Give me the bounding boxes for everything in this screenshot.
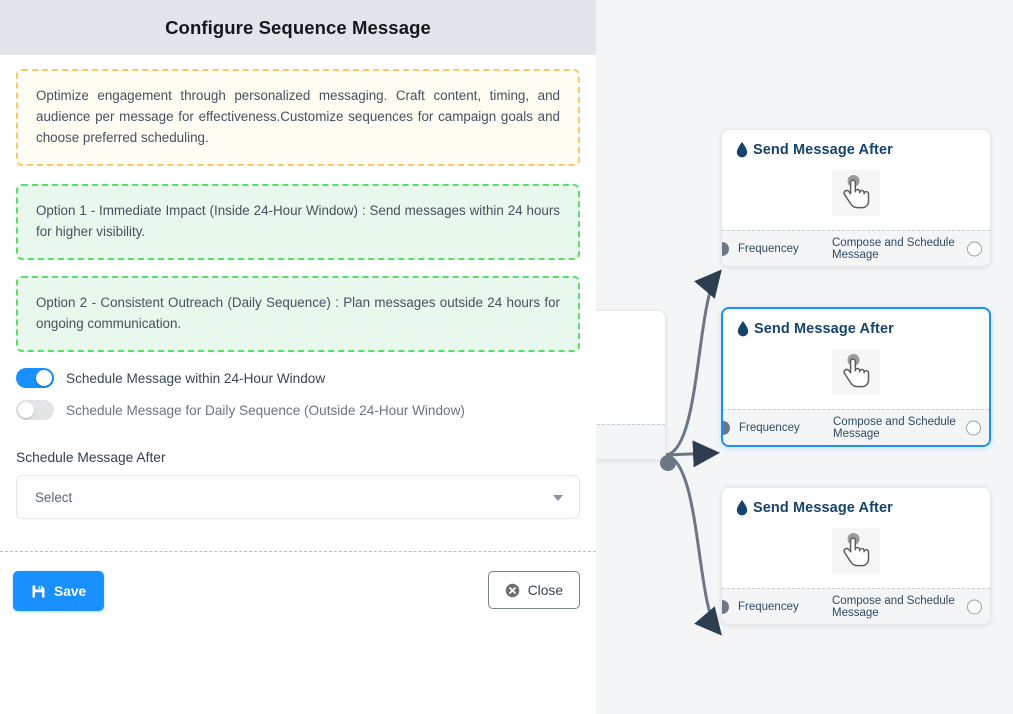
flow-node-2[interactable]: Send Message After Frequencey Compose an… [721,307,991,447]
close-button-label: Close [527,582,563,598]
flow-node-2-body: Send Message After [723,309,989,409]
droplet-icon [736,500,748,516]
flow-node-1-footer: Frequencey Compose and Schedule Message [722,230,990,266]
flow-node-2-title-row: Send Message After [737,321,975,337]
toggle-within-24h-label: Schedule Message within 24-Hour Window [66,370,326,386]
modal-content: Optimize engagement through personalized… [0,55,596,519]
flow-node-2-icon-box [832,349,880,395]
flow-node-3-title-row: Send Message After [736,500,976,516]
flow-node-3[interactable]: Send Message After Frequencey Compose an… [721,487,991,625]
flow-node-3-input-handle[interactable] [722,599,729,614]
toggle-knob [36,370,52,386]
save-button-label: Save [54,583,87,599]
flow-node-2-footer: Frequencey Compose and Schedule Message [723,409,989,445]
flow-node-1-icon-box [832,170,880,216]
footer-divider [0,551,596,552]
flow-node-3-footer: Frequencey Compose and Schedule Message [722,588,990,624]
schedule-message-after-value: Select [35,489,73,505]
flow-node-1-input-handle[interactable] [722,241,729,256]
flow-node-3-body: Send Message After [722,488,990,588]
hand-pointer-icon [843,533,870,567]
flow-node-1-title: Send Message After [753,142,893,158]
flow-node-1[interactable]: Send Message After Frequencey Compose an… [721,129,991,267]
schedule-message-after-label: Schedule Message After [16,450,166,465]
toggle-schedule-daily-sequence[interactable] [16,400,54,420]
flow-canvas[interactable]: ce Message Send Message After [526,0,1013,714]
flow-node-3-icon-box [832,528,880,574]
flow-node-3-compose-label: Compose and Schedule Message [832,594,955,619]
toggle-knob [18,402,34,418]
flow-node-1-output-handle[interactable] [967,241,982,256]
toggle-row-daily-sequence: Schedule Message for Daily Sequence (Out… [16,400,580,420]
flow-node-1-title-row: Send Message After [736,142,976,158]
flow-node-2-input-handle[interactable] [723,420,730,435]
close-circle-icon [505,583,519,597]
option-1-callout: Option 1 - Immediate Impact (Inside 24-H… [16,184,580,260]
flow-node-1-compose-label: Compose and Schedule Message [832,236,955,261]
toggle-row-within-24h: Schedule Message within 24-Hour Window [16,368,580,388]
edge-to-node-2 [665,440,720,468]
option-2-callout: Option 2 - Consistent Outreach (Daily Se… [16,276,580,352]
droplet-icon [736,142,748,158]
schedule-message-after-select[interactable]: Select [16,475,580,519]
edge-to-node-1 [665,269,722,457]
info-callout: Optimize engagement through personalized… [16,69,580,166]
flow-node-2-frequency-label: Frequencey [739,421,800,434]
option-2-text: Option 2 - Consistent Outreach (Daily Se… [36,295,560,331]
save-button[interactable]: Save [13,571,105,611]
option-1-text: Option 1 - Immediate Impact (Inside 24-H… [36,203,560,239]
page-title: Configure Sequence Message [165,16,431,38]
source-node-output-handle[interactable] [660,455,676,471]
flow-node-1-body: Send Message After [722,130,990,230]
info-callout-text: Optimize engagement through personalized… [36,88,560,145]
flow-node-2-compose-label: Compose and Schedule Message [833,415,956,440]
flow-node-3-frequency-label: Frequencey [738,600,799,613]
save-floppy-icon [32,585,45,597]
flow-node-3-output-handle[interactable] [967,599,982,614]
flow-node-2-title: Send Message After [754,321,894,337]
close-button[interactable]: Close [487,571,580,609]
flow-node-1-frequency-label: Frequencey [738,242,799,255]
toggle-schedule-within-24h[interactable] [16,368,54,388]
chevron-down-icon [553,495,563,501]
modal-header: Configure Sequence Message [0,0,596,55]
modal-footer: Save Close [0,551,596,714]
flow-node-2-output-handle[interactable] [966,420,981,435]
edge-to-node-3 [665,453,722,636]
toggle-daily-sequence-label: Schedule Message for Daily Sequence (Out… [66,402,465,418]
flow-node-3-title: Send Message After [753,500,893,516]
hand-pointer-icon [843,175,870,209]
flow-edges [665,269,722,636]
hand-pointer-icon [843,354,870,388]
droplet-icon [737,321,749,337]
configure-sequence-modal: Configure Sequence Message Optimize enga… [0,0,596,714]
